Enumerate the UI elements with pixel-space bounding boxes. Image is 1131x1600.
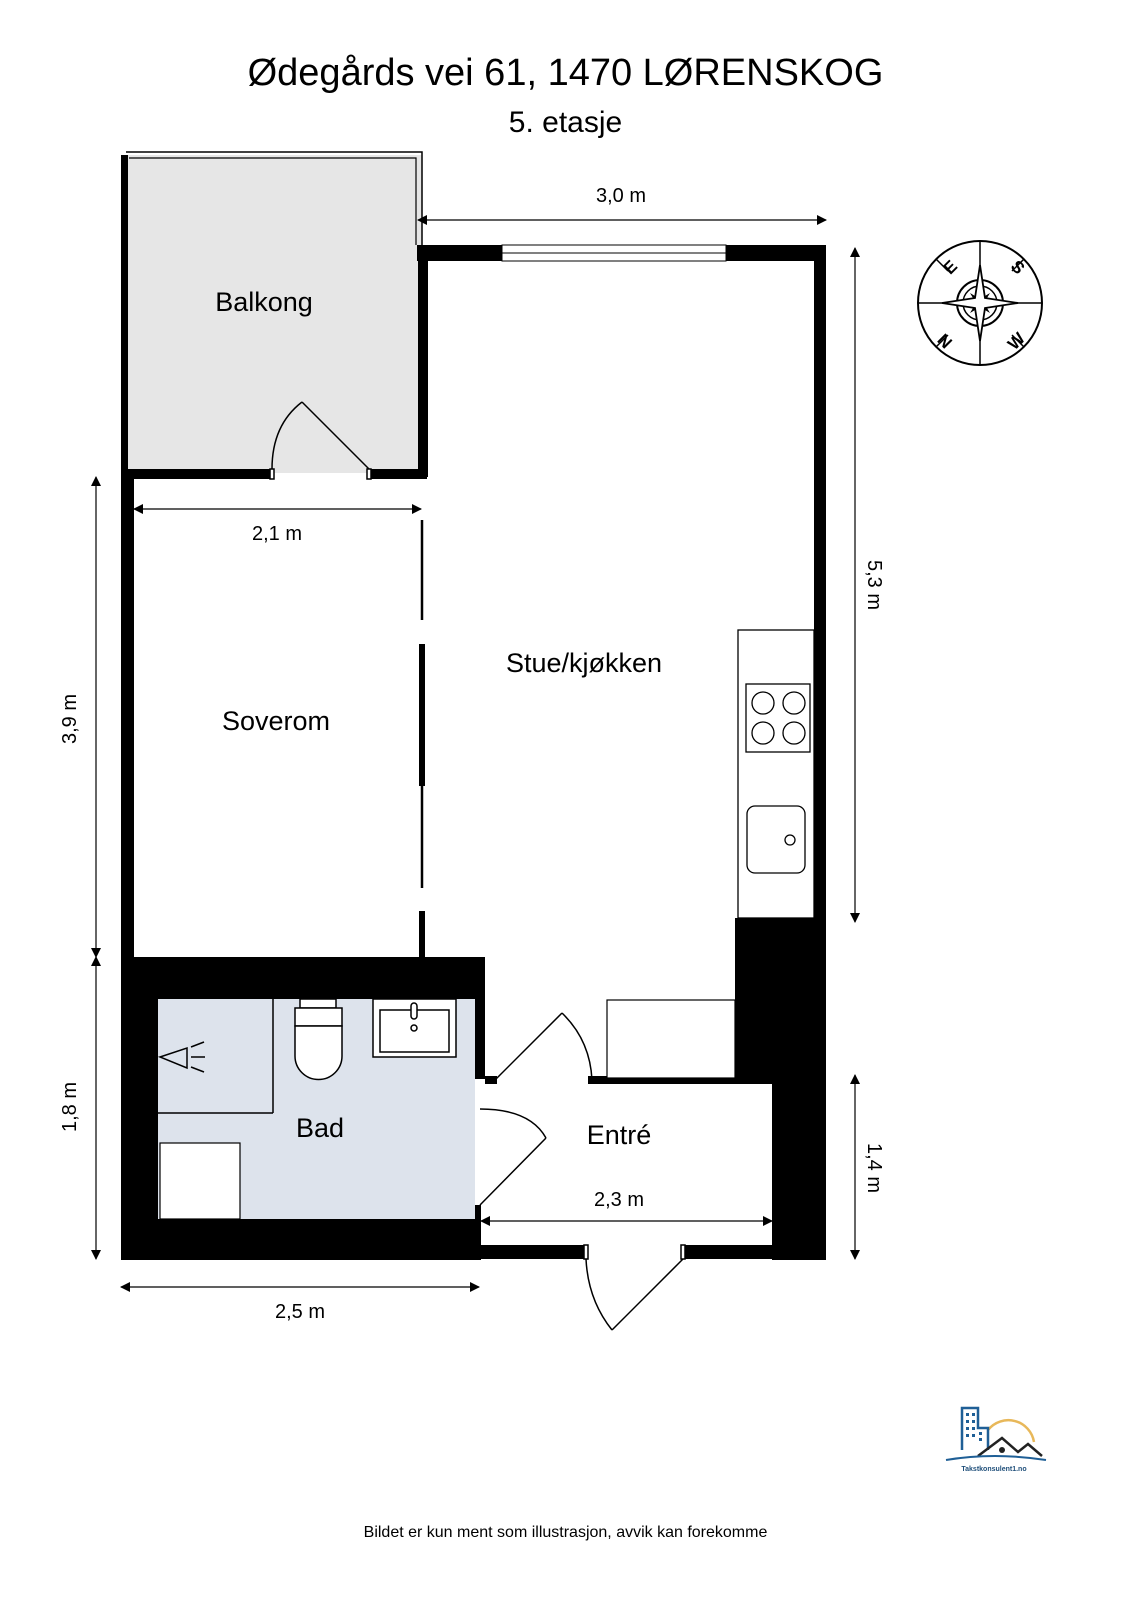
stove-icon bbox=[745, 683, 811, 753]
front-door bbox=[583, 1244, 686, 1331]
room-label-balcony: Balkong bbox=[215, 287, 313, 317]
walls bbox=[121, 245, 826, 1260]
shower-icon bbox=[157, 1041, 205, 1073]
floor-subtitle: 5. etasje bbox=[508, 106, 623, 139]
dim-bottom-width: 2,5 m bbox=[275, 1301, 325, 1323]
kitchen-sink-icon bbox=[746, 805, 806, 874]
entrance-cabinet bbox=[606, 999, 736, 1079]
balcony-door bbox=[269, 401, 372, 480]
dim-entrance-width: 2,3 m bbox=[594, 1189, 644, 1211]
building-house-logo-icon bbox=[945, 1406, 1047, 1461]
dim-right-upper: 5,3 m bbox=[863, 560, 885, 610]
compass-rose-icon: E S N W bbox=[917, 240, 1043, 366]
dim-right-lower: 1,4 m bbox=[863, 1143, 885, 1193]
room-label-entrance: Entré bbox=[587, 1120, 652, 1150]
living-door bbox=[494, 1012, 593, 1081]
bathroom-door bbox=[479, 1108, 547, 1206]
disclaimer-footer: Bildet er kun ment som illustrasjon, avv… bbox=[363, 1524, 768, 1541]
dim-left-lower: 1,8 m bbox=[59, 1082, 81, 1132]
room-label-bathroom: Bad bbox=[296, 1113, 344, 1143]
logo-caption: Takstkonsulent1.no bbox=[961, 1466, 1027, 1473]
kitchen-counter bbox=[737, 629, 815, 919]
balcony-area bbox=[121, 151, 423, 475]
dimension-lines bbox=[91, 215, 860, 1292]
sliding-partition bbox=[419, 520, 425, 959]
window-top bbox=[501, 244, 727, 262]
toilet-icon bbox=[294, 998, 343, 1081]
address-title: Ødegårds vei 61, 1470 LØRENSKOG bbox=[247, 52, 884, 94]
sink-icon bbox=[372, 998, 457, 1058]
dim-left-upper: 3,9 m bbox=[59, 694, 81, 744]
dim-bedroom-width: 2,1 m bbox=[252, 523, 302, 545]
room-label-living-kitchen: Stue/kjøkken bbox=[506, 648, 662, 678]
dim-top-width: 3,0 m bbox=[596, 185, 646, 207]
room-label-bedroom: Soverom bbox=[222, 706, 330, 736]
